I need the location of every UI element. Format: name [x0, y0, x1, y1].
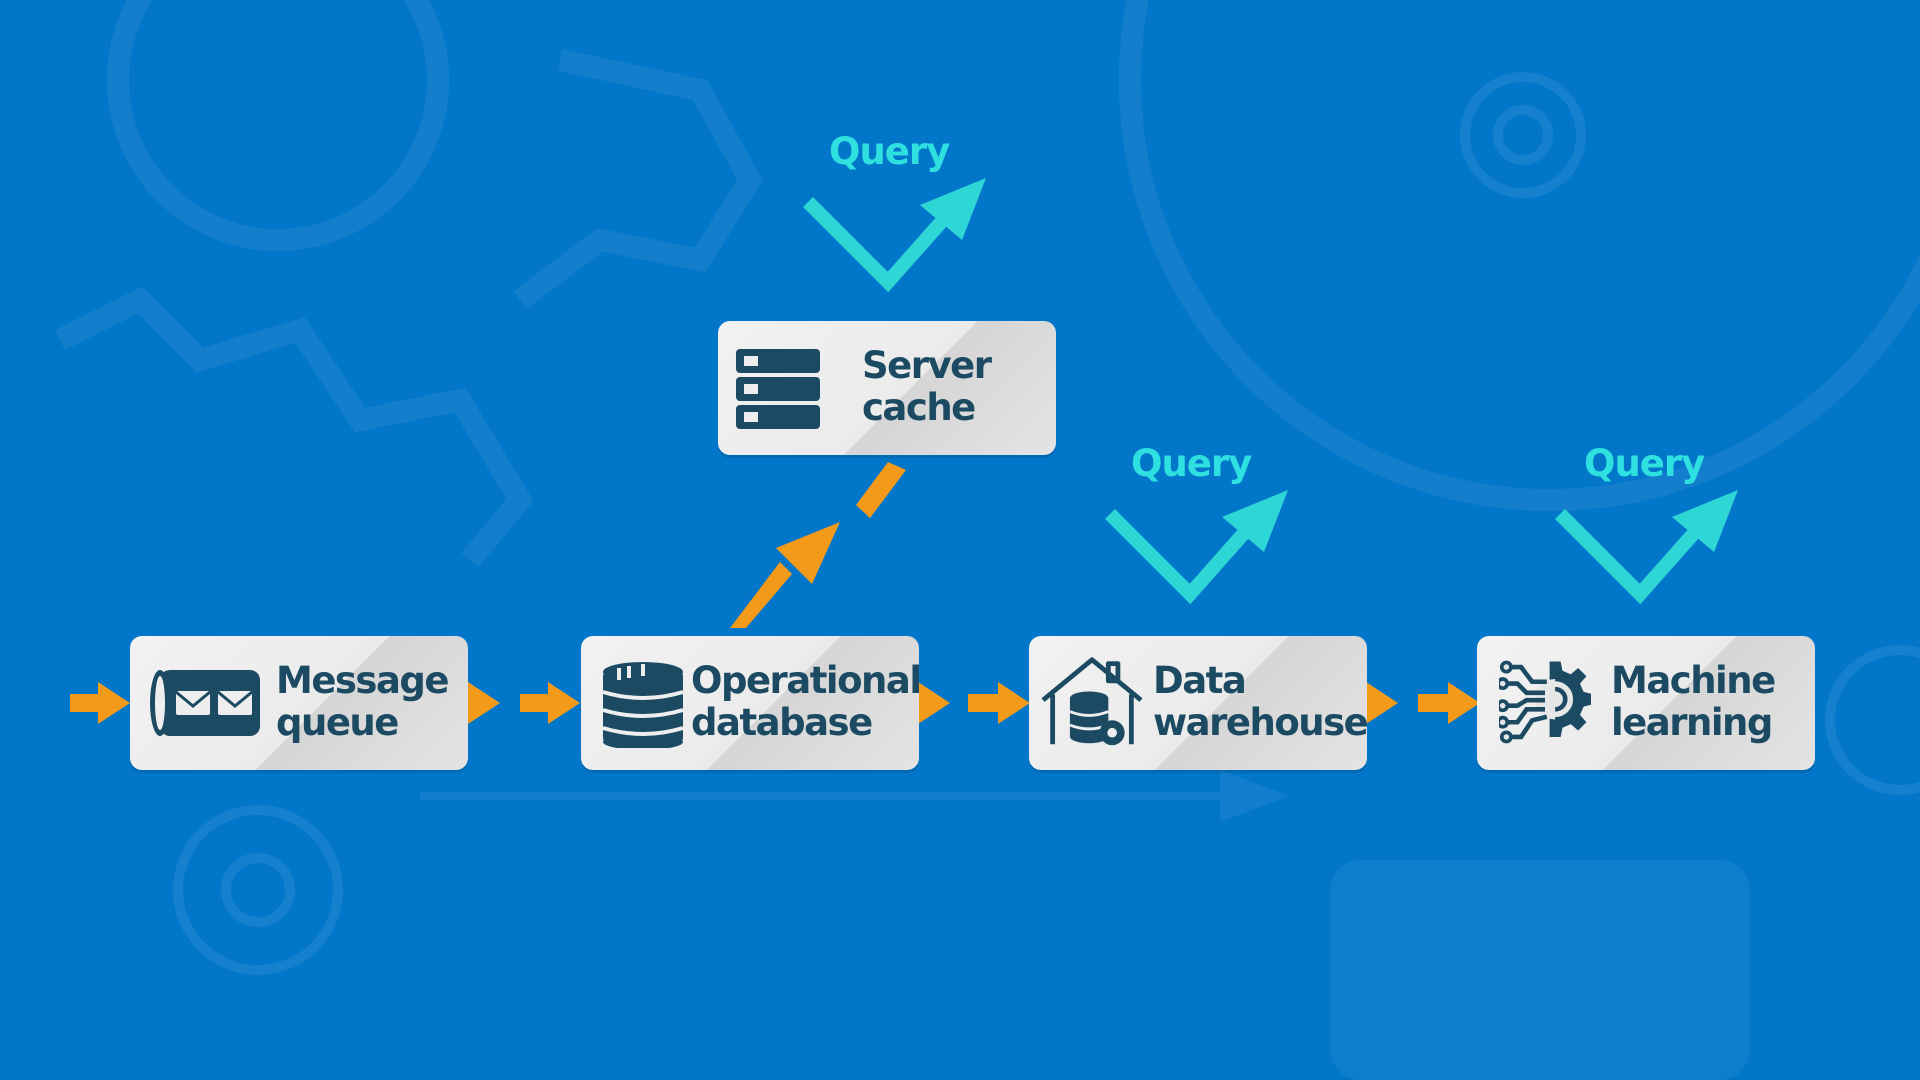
server-rack-icon [736, 349, 820, 429]
message-queue-label: Message queue [276, 659, 450, 744]
envelope-pipe-icon [150, 670, 260, 736]
machine-learning-label: Machine learning [1611, 659, 1776, 744]
operational-database-label: Operational database [691, 659, 922, 744]
query-label-machine-learning: Query [1584, 442, 1705, 485]
flow-arrow-out-data-warehouse [1366, 682, 1398, 724]
bg-gear-outline [55, 286, 534, 568]
flow-arrow-in-operational-database [520, 682, 580, 724]
machine-learning-gear-icon [1499, 660, 1591, 744]
machine-learning-node: Machine learning [1477, 636, 1815, 770]
flow-arrow-in-data-warehouse [968, 682, 1030, 724]
data-warehouse-node: Data warehouse [1029, 636, 1369, 770]
flow-arrow-in-machine-learning [1418, 682, 1480, 724]
server-cache-label: Server cache [862, 344, 992, 429]
flow-arrow-out-operational-database [918, 682, 950, 724]
flow-arrow-to-server-cache [730, 462, 906, 628]
flow-arrow-out-message-queue [468, 682, 500, 724]
query-check-machine-learning [1555, 509, 1708, 605]
database-icon [602, 662, 684, 748]
data-warehouse-label: Data warehouse [1153, 659, 1369, 744]
query-check-server-cache [803, 197, 956, 293]
operational-database-node: Operational database [581, 636, 922, 770]
query-label-server-cache: Query [829, 130, 950, 173]
query-arrowhead-machine-learning [1672, 490, 1738, 552]
flow-arrow-in-message-queue [70, 682, 130, 724]
query-check-data-warehouse [1105, 509, 1258, 605]
query-arrowhead-server-cache [920, 178, 986, 240]
server-cache-node: Server cache [718, 321, 1056, 455]
warehouse-icon [1041, 657, 1143, 746]
message-queue-node: Message queue [130, 636, 468, 770]
query-arrowhead-data-warehouse [1222, 490, 1288, 552]
query-label-data-warehouse: Query [1131, 442, 1252, 485]
